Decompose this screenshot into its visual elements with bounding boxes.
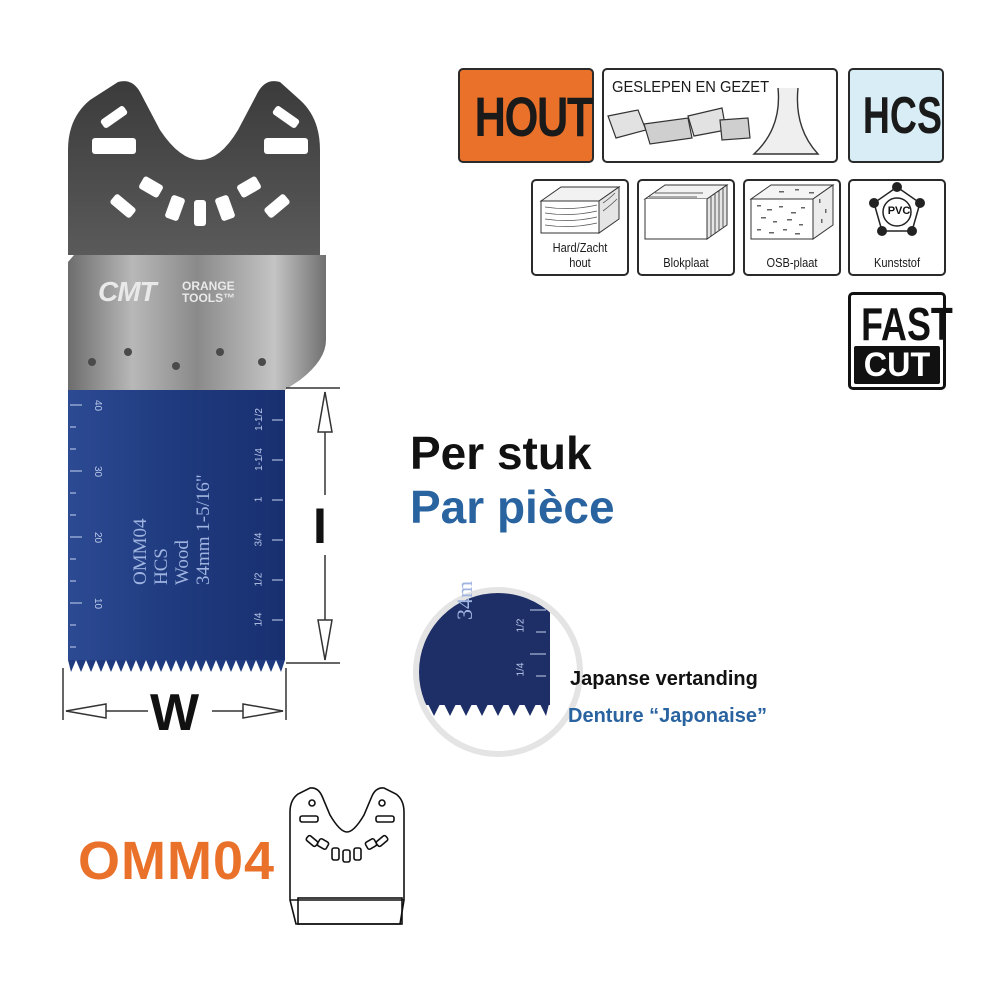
- steel-badge-text: HCS: [862, 87, 942, 145]
- blade-print-model: OMM04: [130, 518, 151, 585]
- metric-label-20: 20: [92, 531, 104, 544]
- zoom-print: 34m: [452, 580, 477, 620]
- inch-label-6: 1/4: [253, 612, 265, 627]
- material-plastic-caption: Kunststof: [873, 255, 921, 270]
- zoom-ring: [413, 587, 583, 757]
- cut-label: CUT: [863, 346, 931, 384]
- tooth-set-icon: [607, 87, 820, 155]
- metric-label-30: 30: [92, 465, 104, 478]
- rivets: [88, 348, 266, 370]
- unit-label-fr: Par pièce: [410, 481, 615, 533]
- blade-print-steel: HCS: [151, 548, 172, 585]
- blade-brand-text: CMT: [98, 276, 157, 307]
- material-badge-hout: HOUT: [458, 68, 594, 163]
- blade-teeth: [68, 660, 285, 672]
- unit-label-nl: Per stuk: [410, 427, 592, 479]
- teeth-label-nl: Japanse vertanding: [570, 668, 758, 690]
- inch-label-4: 3/4: [253, 532, 265, 547]
- material-osb-caption: OSB-plaat: [766, 255, 818, 270]
- inch-label-2: 1-1/4: [253, 448, 265, 471]
- zoom-tick-1: 1/2: [515, 618, 527, 633]
- height-dimension: [286, 387, 340, 664]
- inch-label-5: 1/2: [253, 572, 265, 587]
- blade-print-material: Wood: [172, 540, 193, 585]
- metric-scale: [70, 404, 82, 648]
- material-osb: OSB-plaat: [743, 179, 841, 276]
- pvc-molecule-icon: [869, 182, 925, 236]
- material-plastic: PVC Kunststof: [848, 179, 946, 276]
- blade-brand-sub-2: TOOLS™: [182, 291, 236, 305]
- blade-brand-sub: ORANGE TOOLS™: [182, 280, 235, 304]
- material-hardwood: Hard/Zacht hout: [531, 179, 629, 276]
- inch-label-3: 1: [253, 496, 265, 503]
- inch-label-1: 1-1/2: [253, 408, 265, 431]
- osb-icon: [749, 184, 835, 240]
- teeth-label-fr: Denture “Japonaise”: [568, 705, 767, 727]
- material-hardwood-line2: hout: [569, 255, 591, 270]
- material-badge-text: HOUT: [474, 85, 594, 148]
- steel-badge-hcs: HCS: [848, 68, 944, 163]
- material-blockboard-caption: Blokplaat: [663, 255, 709, 270]
- blade-print-size: 34mm 1-5/16": [193, 474, 214, 585]
- dimension-width-label: W: [150, 684, 200, 742]
- blockboard-icon: [643, 184, 729, 240]
- blade-mount: [68, 81, 320, 255]
- grind-badge: GESLEPEN EN GEZET: [602, 68, 838, 163]
- metric-label-40: 40: [92, 399, 104, 412]
- dimension-height-label: I: [313, 498, 327, 554]
- width-dimension: [62, 668, 287, 720]
- blade-brand-sub-1: ORANGE: [182, 279, 235, 293]
- grind-badge-label: GESLEPEN EN GEZET: [612, 79, 770, 96]
- blade-body: [68, 390, 285, 660]
- fast-label: FAST: [861, 298, 953, 350]
- mount-holes: [92, 106, 308, 226]
- teeth-zoom: [416, 590, 550, 716]
- wood-grain-icon: [539, 186, 621, 234]
- cut-bar: CUT: [854, 346, 940, 384]
- material-hardwood-line1: Hard/Zacht: [552, 240, 608, 255]
- pvc-label: PVC: [887, 205, 911, 217]
- blade-print: OMM04 HCS Wood 34mm 1-5/16": [130, 385, 214, 585]
- material-hardwood-caption: Hard/Zacht hout: [540, 240, 620, 270]
- outline-blade: [289, 787, 405, 925]
- zoom-tick-2: 1/4: [515, 662, 527, 677]
- inch-scale: [272, 419, 283, 621]
- metric-label-10: 10: [92, 597, 104, 610]
- blade-neck: [68, 255, 326, 390]
- material-blockboard: Blokplaat: [637, 179, 735, 276]
- blade-brand: CMT: [98, 276, 188, 308]
- fast-cut-badge: FAST CUT: [848, 292, 953, 390]
- model-code: OMM04: [78, 831, 276, 891]
